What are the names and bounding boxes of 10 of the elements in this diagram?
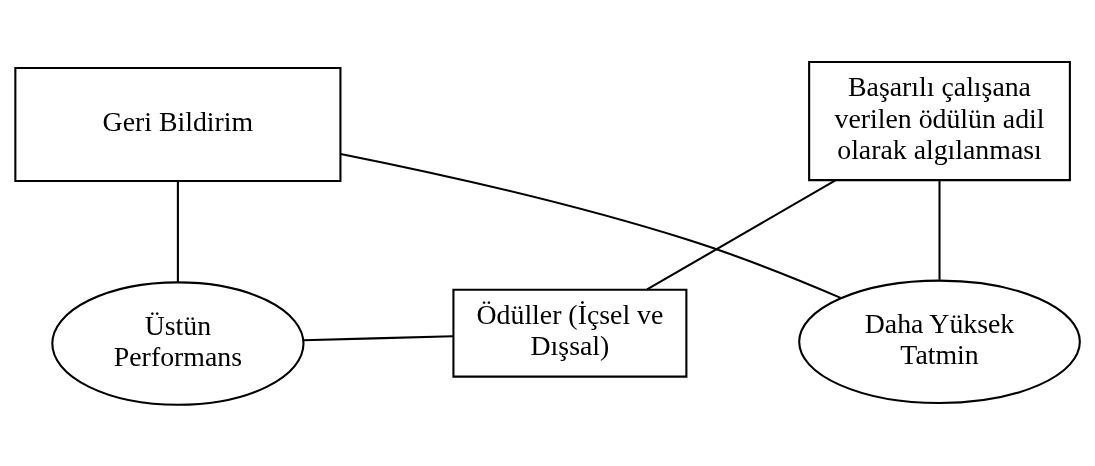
connector: [176, 180, 179, 282]
connector: [340, 152, 842, 299]
node-ellipse: Daha Yüksek Tatmin: [798, 279, 1081, 404]
node-ellipse: Üstün Performans: [51, 280, 305, 406]
connector: [938, 180, 941, 280]
node-box: Ödüller (İçsel ve Dışsal): [452, 288, 688, 378]
connector: [646, 178, 836, 290]
node-box: Geri Bildirim: [14, 66, 342, 182]
node-box: Başarılı çalışana verilen ödülün adil olarak algılanması: [808, 60, 1071, 181]
connector: [303, 334, 453, 341]
